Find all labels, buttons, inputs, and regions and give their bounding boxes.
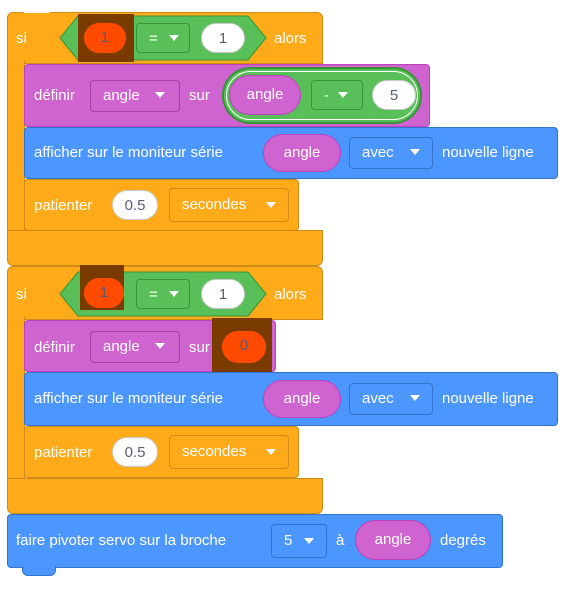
degrees-label: degrés: [440, 532, 486, 549]
if-block-2-arm: [7, 316, 25, 482]
to-label: à: [336, 532, 345, 549]
chevron-down-icon: [169, 291, 179, 297]
if-block-1-footer: [7, 230, 323, 266]
angle-reporter[interactable]: angle: [229, 75, 301, 115]
unit-label: secondes: [182, 196, 247, 213]
left-operand-input[interactable]: 1: [84, 23, 126, 53]
unit-dropdown[interactable]: secondes: [169, 188, 289, 222]
serial-print-label: afficher sur le moniteur série: [34, 144, 223, 161]
chevron-down-icon: [155, 92, 165, 98]
if-block-1-arm: [7, 60, 25, 235]
right-operand-input[interactable]: 1: [201, 279, 245, 309]
variable-dropdown[interactable]: angle: [90, 331, 180, 363]
angle-reporter[interactable]: angle: [355, 520, 431, 560]
pin-label: 5: [284, 532, 293, 549]
wait-label: patienter: [34, 197, 93, 214]
on-label: sur: [189, 87, 210, 104]
with-dropdown[interactable]: avec: [349, 137, 433, 169]
if-keyword: si: [16, 286, 27, 303]
chevron-down-icon: [410, 395, 420, 401]
operator-label: =: [149, 30, 158, 47]
notch: [22, 6, 52, 13]
operator-dropdown[interactable]: =: [136, 23, 190, 53]
if-keyword: si: [16, 30, 27, 47]
pin-dropdown[interactable]: 5: [271, 524, 327, 558]
unit-dropdown[interactable]: secondes: [169, 435, 289, 469]
variable-dropdown[interactable]: angle: [90, 80, 180, 112]
wait-label: patienter: [34, 444, 93, 461]
variable-label: angle: [103, 338, 140, 355]
with-label: avec: [362, 390, 394, 407]
value-input[interactable]: 5: [372, 80, 416, 110]
operator-label: -: [324, 87, 329, 104]
newline-label: nouvelle ligne: [442, 144, 534, 161]
unit-label: secondes: [182, 443, 247, 460]
with-label: avec: [362, 144, 394, 161]
variable-label: angle: [103, 87, 140, 104]
then-keyword: alors: [274, 30, 307, 47]
right-operand-input[interactable]: 1: [201, 23, 245, 53]
subtract-inner-border: [226, 71, 418, 120]
chevron-down-icon: [304, 538, 314, 544]
operator-label: =: [149, 286, 158, 303]
angle-reporter[interactable]: angle: [263, 134, 341, 172]
angle-reporter[interactable]: angle: [263, 380, 341, 418]
set-label: définir: [34, 87, 75, 104]
serial-print-label: afficher sur le moniteur série: [34, 390, 223, 407]
chevron-down-icon: [169, 35, 179, 41]
set-label: définir: [34, 339, 75, 356]
chevron-down-icon: [266, 449, 276, 455]
wait-value-input[interactable]: 0.5: [112, 190, 158, 220]
then-keyword: alors: [274, 286, 307, 303]
wait-value-input[interactable]: 0.5: [112, 437, 158, 467]
value-input[interactable]: 0: [222, 331, 266, 363]
with-dropdown[interactable]: avec: [349, 383, 433, 415]
operator-dropdown[interactable]: -: [311, 80, 363, 110]
newline-label: nouvelle ligne: [442, 390, 534, 407]
servo-label: faire pivoter servo sur la broche: [16, 532, 227, 549]
on-label: sur: [189, 339, 210, 356]
chevron-down-icon: [266, 202, 276, 208]
if-block-2-footer: [7, 478, 323, 514]
notch: [22, 566, 56, 576]
operator-dropdown[interactable]: =: [136, 279, 190, 309]
left-operand-input[interactable]: 1: [84, 278, 124, 308]
chevron-down-icon: [410, 149, 420, 155]
chevron-down-icon: [338, 92, 348, 98]
chevron-down-icon: [155, 343, 165, 349]
